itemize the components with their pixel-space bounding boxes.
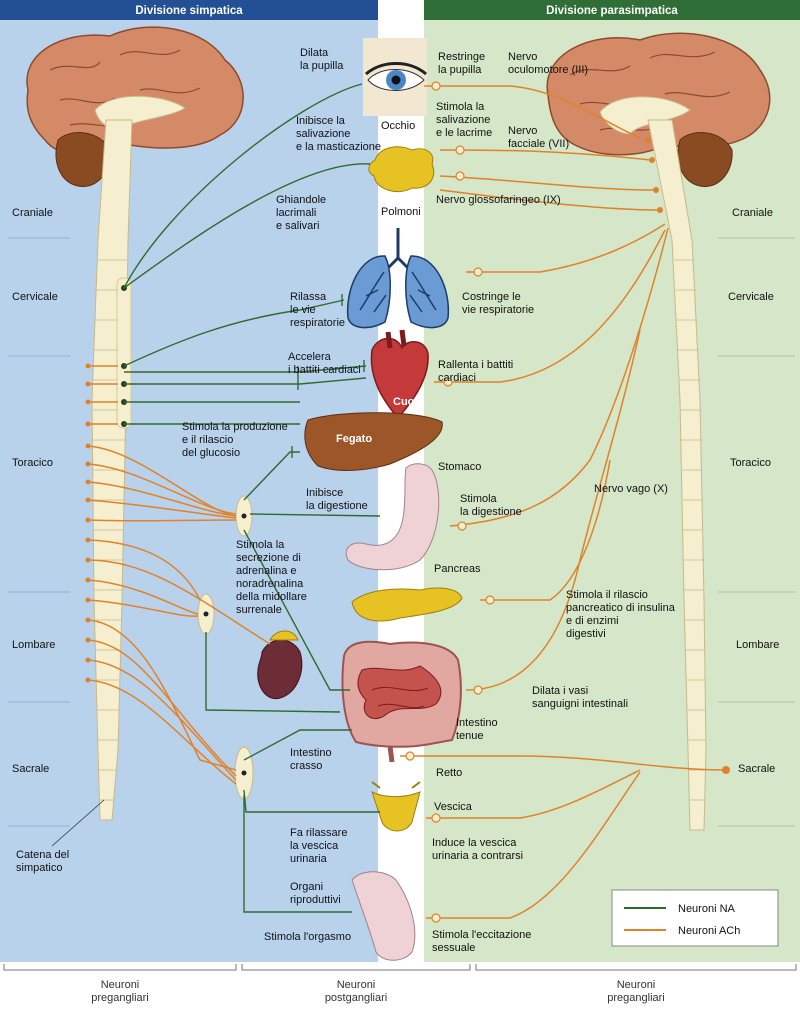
na-endings xyxy=(291,294,365,458)
chain-pointer xyxy=(51,799,105,847)
eye xyxy=(363,38,427,116)
region-thoracic-right: Toracico xyxy=(730,457,771,469)
region-cranial-right: Craniale xyxy=(732,207,773,219)
parasympathetic-panel xyxy=(424,0,800,962)
parasympathetic-header: Divisione parasimpatica xyxy=(546,5,678,17)
legend: Neuroni NA Neuroni ACh xyxy=(611,889,779,947)
label-bladder: Vescica xyxy=(434,801,473,813)
region-cervical-right: Cervicale xyxy=(728,291,774,303)
spinal-cord-right xyxy=(647,119,707,831)
liver xyxy=(304,412,443,471)
label-lungs: Polmoni xyxy=(381,206,421,218)
region-dividers-right xyxy=(718,237,795,827)
salivary-gland xyxy=(368,146,435,192)
legend-na-label: Neuroni NA xyxy=(678,903,736,915)
parasympathetic-cns-dots xyxy=(645,137,730,774)
stomach xyxy=(345,463,440,571)
sympathetic-chain xyxy=(116,277,132,429)
label-heart: Cuore xyxy=(393,396,425,408)
pancreas xyxy=(351,587,463,622)
bladder xyxy=(371,781,421,832)
sympathetic-ach-nerves xyxy=(87,365,271,785)
brain-left xyxy=(26,26,244,188)
label-stomach: Stomaco xyxy=(438,461,481,473)
parasympathetic-header-bar xyxy=(424,0,800,20)
symp-orgasm: Stimola l'orgasmo xyxy=(264,931,351,943)
label-pancreas: Pancreas xyxy=(434,563,481,575)
region-thoracic-left: Toracico xyxy=(12,457,53,469)
brain-right xyxy=(546,32,771,188)
region-sacral-left: Sacrale xyxy=(12,763,49,775)
legend-ach-label: Neuroni ACh xyxy=(678,925,740,937)
lungs xyxy=(346,228,450,329)
region-cervical-left: Cervicale xyxy=(12,291,58,303)
adrenal-kidney xyxy=(257,630,303,700)
region-lumbar-right: Lombare xyxy=(736,639,779,651)
region-cranial-left: Craniale xyxy=(12,207,53,219)
reproductive-organ xyxy=(351,871,416,961)
label-liver: Fegato xyxy=(336,433,372,445)
region-sacral-right: Sacrale xyxy=(738,763,775,775)
region-dividers xyxy=(8,237,70,827)
region-lumbar-left: Lombare xyxy=(12,639,55,651)
label-eye: Occhio xyxy=(381,120,415,132)
nerve-vagus: Nervo vago (X) xyxy=(594,483,668,495)
sympathetic-na-nerves xyxy=(123,83,381,913)
sympathetic-ach-dots xyxy=(85,363,91,683)
bottom-brackets xyxy=(3,964,797,971)
label-rectum: Retto xyxy=(436,767,462,779)
parasympathetic-ganglia xyxy=(405,81,495,923)
sympathetic-header-bar xyxy=(0,0,378,20)
heart xyxy=(370,329,429,420)
nerve-glossopharyngeal: Nervo glossofaringeo (IX) xyxy=(436,194,561,206)
spinal-segments-right xyxy=(674,259,706,801)
sympathetic-header: Divisione simpatica xyxy=(135,5,243,17)
intestines xyxy=(341,640,462,763)
